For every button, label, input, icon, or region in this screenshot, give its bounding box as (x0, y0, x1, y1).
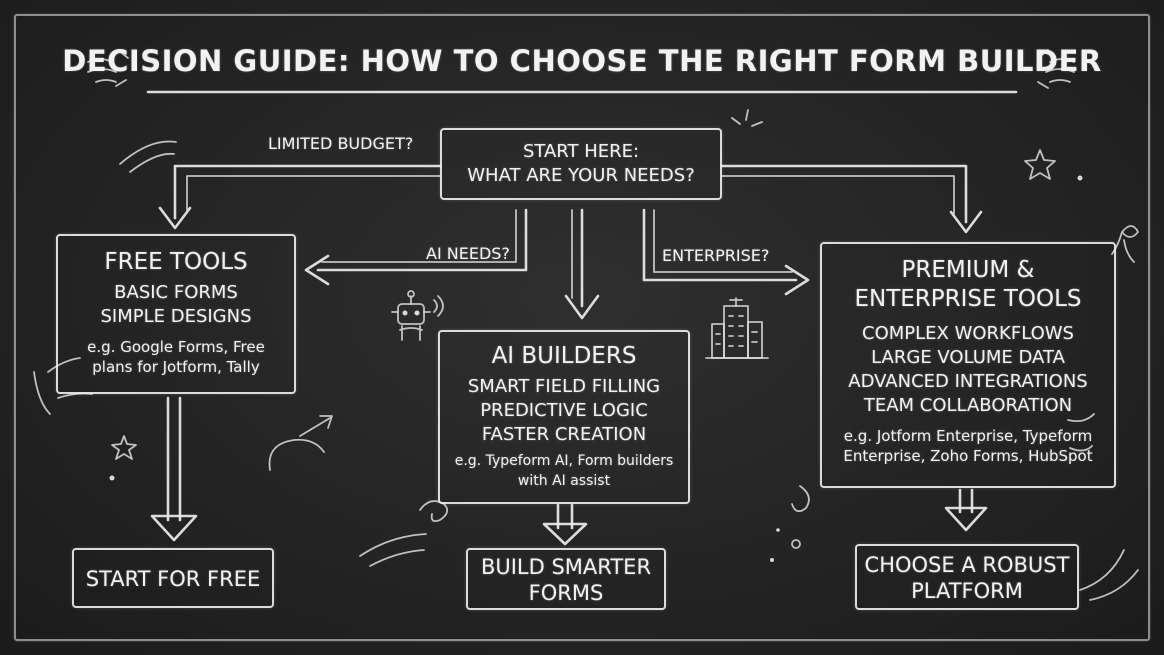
premium-item: ADVANCED INTEGRATIONS (848, 371, 1088, 392)
decor-dot (770, 558, 774, 562)
decor-swoosh-right-top (1067, 413, 1095, 452)
ai-builders-example: e.g. Typeform AI, Form builders (454, 453, 674, 469)
build-smarter-label: FORMS (528, 581, 604, 605)
premium-item: COMPLEX WORKFLOWS (862, 323, 1074, 344)
premium-heading: PREMIUM & (901, 257, 1035, 283)
star-icon (1024, 149, 1056, 180)
arrow-enterprise (642, 208, 798, 282)
edge-label-enterprise: ENTERPRISE? (662, 246, 770, 265)
start-node: START HERE: WHAT ARE YOUR NEEDS? (440, 128, 722, 200)
arrow-to-ai-head (564, 294, 600, 320)
decor-swoosh-top-left (119, 140, 177, 173)
arrow-to-premium-head (949, 210, 983, 234)
decor-swoosh-right-bottom (1079, 549, 1139, 601)
ai-builders-item: PREDICTIVE LOGIC (480, 400, 648, 421)
arrow-to-free (173, 164, 442, 220)
decor-curl-center (419, 500, 449, 523)
decor-dot (109, 475, 115, 481)
premium-heading: ENTERPRISE TOOLS (854, 286, 1082, 312)
free-tools-item: SIMPLE DESIGNS (100, 306, 252, 327)
start-for-free-node: START FOR FREE (72, 548, 274, 608)
premium-example: Enterprise, Zoho Forms, HubSpot (843, 447, 1093, 465)
start-for-free-label: START FOR FREE (85, 567, 261, 591)
start-line-2: WHAT ARE YOUR NEEDS? (467, 165, 695, 186)
arrow-free-action (166, 396, 182, 522)
ai-builders-example: with AI assist (517, 473, 611, 489)
build-smarter-node: BUILD SMARTER FORMS (466, 548, 666, 610)
title-flourish-left (87, 49, 129, 87)
edge-label-budget: LIMITED BUDGET? (268, 134, 414, 153)
decor-bow-right (1111, 225, 1139, 263)
premium-example: e.g. Jotform Enterprise, Typeform (843, 427, 1093, 445)
arrow-ai-left-head (304, 254, 330, 286)
arrow-ai-action-head (542, 522, 588, 546)
decor-swoosh-bottom (359, 533, 427, 567)
edge-label-ai: AI NEEDS? (426, 244, 510, 263)
arrow-ai-left-inner (321, 209, 517, 263)
free-tools-example: e.g. Google Forms, Free (87, 338, 265, 356)
arrow-to-premium-inner (721, 175, 955, 215)
premium-item: LARGE VOLUME DATA (871, 347, 1065, 368)
ai-builders-item: FASTER CREATION (481, 424, 647, 445)
arrow-ai-left (316, 208, 528, 272)
page-title: DECISION GUIDE: HOW TO CHOOSE THE RIGHT … (62, 44, 1102, 78)
free-tools-example: plans for Jotform, Tally (92, 358, 260, 376)
arrow-free-action-head (150, 514, 198, 542)
decor-swoosh-mid (268, 438, 325, 471)
ai-builders-node: AI BUILDERS SMART FIELD FILLING PREDICTI… (438, 330, 690, 504)
arrow-to-premium (720, 164, 968, 224)
arrow-enterprise-inner (653, 209, 793, 273)
robust-platform-node: CHOOSE A ROBUST PLATFORM (855, 544, 1079, 610)
arrow-to-free-inner (186, 175, 441, 211)
decor-curl-right (791, 485, 810, 513)
arrow-premium-action-head (944, 506, 988, 532)
title-flourish-right (1037, 49, 1075, 89)
start-line-1: START HERE: (522, 141, 640, 162)
build-smarter-label: BUILD SMARTER (480, 555, 652, 579)
decor-sparks-start (731, 109, 763, 127)
arrow-enterprise-head (784, 264, 810, 296)
robust-platform-label: CHOOSE A ROBUST (864, 553, 1070, 577)
premium-node: PREMIUM & ENTERPRISE TOOLS COMPLEX WORKF… (820, 242, 1116, 488)
free-tools-node: FREE TOOLS BASIC FORMS SIMPLE DESIGNS e.… (56, 234, 296, 394)
ai-builders-heading: AI BUILDERS (491, 343, 637, 369)
free-tools-heading: FREE TOOLS (104, 249, 248, 275)
premium-item: TEAM COLLABORATION (863, 395, 1073, 416)
decor-dot (776, 528, 780, 532)
free-tools-item: BASIC FORMS (114, 282, 238, 303)
arrow-to-free-head (158, 206, 192, 230)
decor-dot (1077, 175, 1083, 181)
decor-arrow-mid (299, 415, 333, 437)
ai-builders-item: SMART FIELD FILLING (467, 376, 661, 397)
robot-icon (391, 290, 444, 341)
building-icon (705, 297, 769, 359)
star-icon-left (111, 435, 137, 460)
decor-dot (791, 539, 801, 549)
robust-platform-label: PLATFORM (911, 579, 1023, 603)
